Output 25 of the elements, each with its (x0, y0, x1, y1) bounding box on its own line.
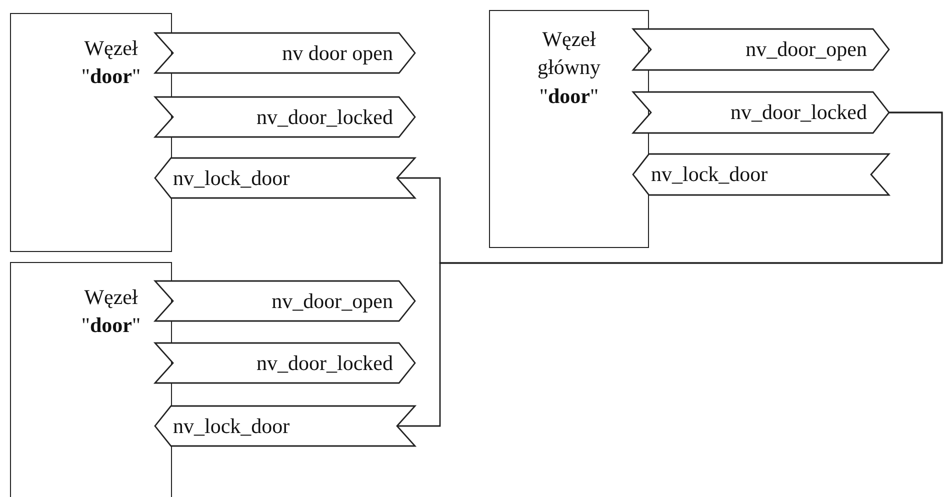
signal-label: nv door open (282, 40, 393, 66)
node-box (10, 13, 172, 252)
signal-flag (633, 154, 889, 195)
signal-flag (155, 158, 415, 198)
signal-flag (155, 97, 415, 137)
node-title: Węzeł "door" (80, 284, 142, 340)
node-box (10, 262, 172, 497)
signal-flag (633, 92, 889, 133)
node-title: Węzeł "door" (80, 35, 142, 90)
connector-line (397, 112, 943, 427)
signal-flag (155, 281, 415, 321)
node-box (489, 10, 649, 248)
signal-label: nv_door_open (272, 288, 393, 314)
signal-flag (155, 406, 415, 446)
signal-flag (155, 33, 415, 73)
signal-label: nv_door_open (746, 37, 867, 62)
signal-label: nv_lock_door (173, 414, 290, 438)
node-title: Węzeł główny "door" (536, 26, 602, 110)
signal-label: nv_door_locked (256, 350, 393, 376)
signal-flag (633, 29, 889, 70)
signal-label: nv_door_locked (730, 100, 867, 125)
signal-flag (155, 343, 415, 383)
signal-label: nv_lock_door (651, 162, 768, 187)
signal-label: nv_lock_door (173, 166, 290, 190)
signal-label: nv_door_locked (256, 104, 393, 130)
